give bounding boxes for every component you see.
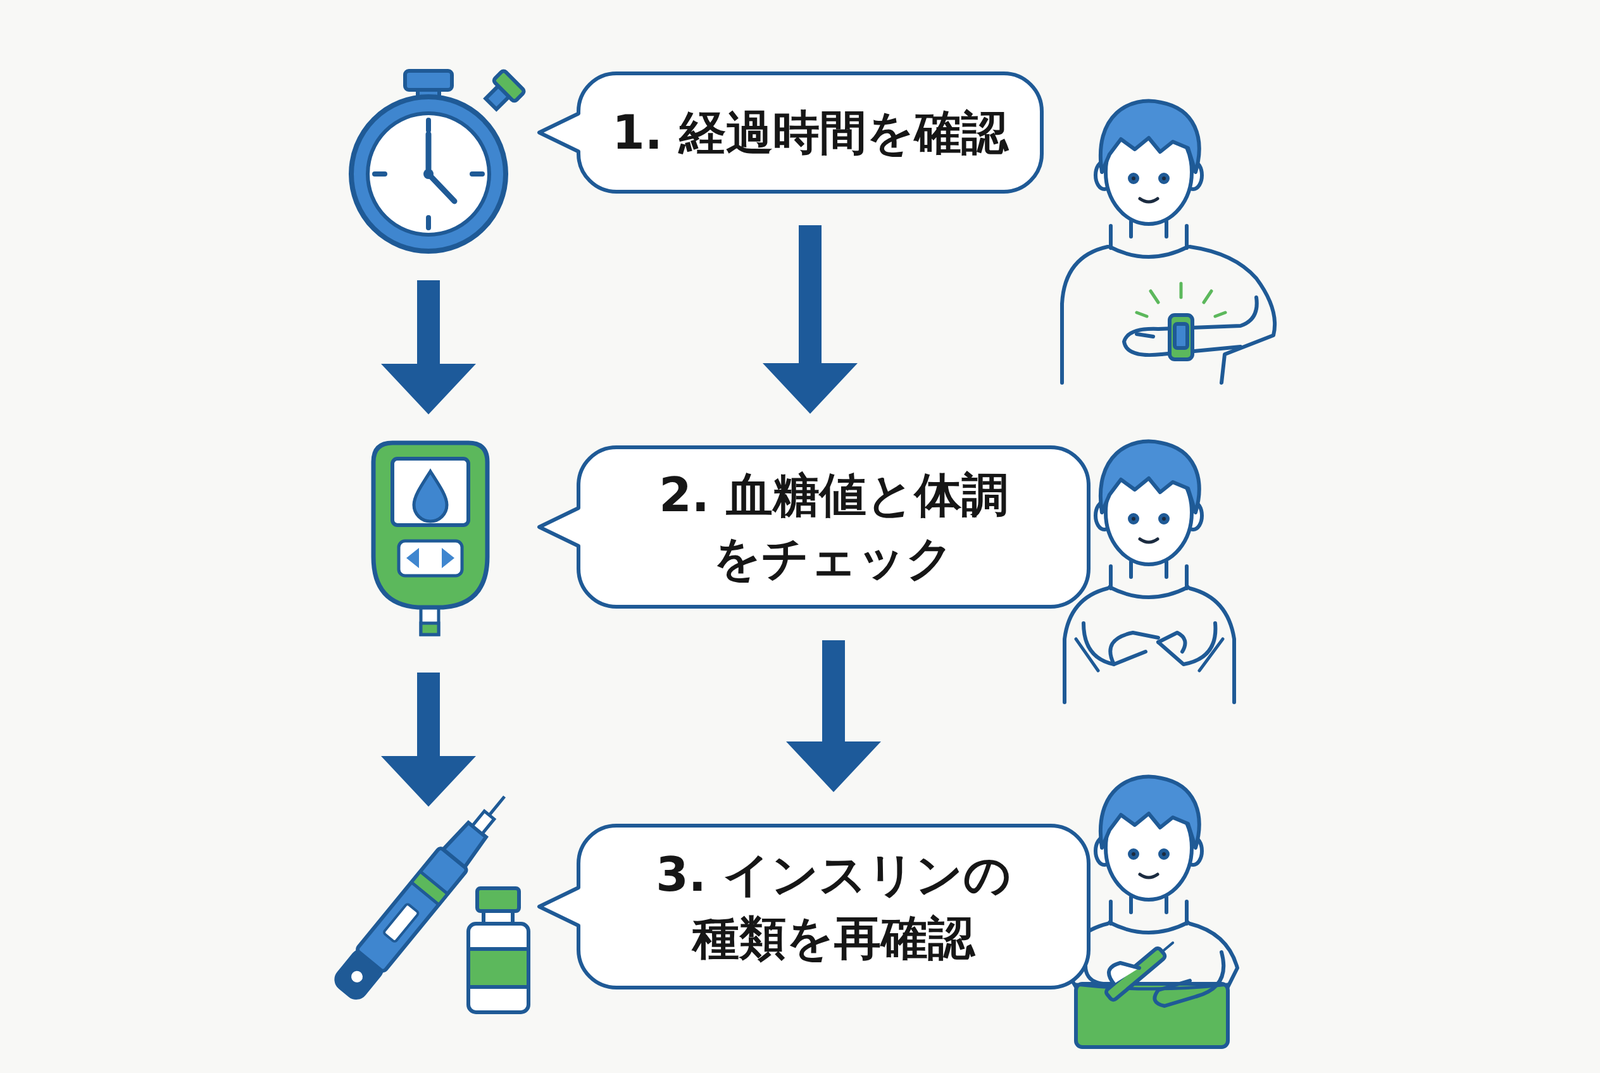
flow-arrow (786, 640, 882, 793)
flow-arrow (762, 225, 858, 414)
speech-bubble: 2. 血糖値と体調 をチェック (576, 445, 1091, 609)
person-figure (1062, 101, 1275, 383)
arrow-shaft (822, 640, 845, 745)
arrow-head (786, 741, 882, 793)
bubble-path (539, 447, 1089, 607)
step-text: 1. 経過時間を確認 (612, 101, 1008, 165)
stopwatch-icon (351, 69, 526, 252)
glucose-meter-icon (373, 443, 488, 635)
speech-bubble: 1. 経過時間を確認 (576, 71, 1044, 194)
step-text: 2. 血糖値と体調 をチェック (612, 463, 1056, 591)
step-text: 3. インスリンの 種類を再確認 (612, 843, 1056, 971)
arrow-shaft (798, 225, 822, 366)
arrow-head (762, 363, 858, 414)
bubble-path (539, 825, 1089, 988)
bubble-path (539, 73, 1042, 192)
insulin-vial-icon (468, 888, 529, 1013)
speech-bubble: 3. インスリンの 種類を再確認 (576, 824, 1091, 990)
